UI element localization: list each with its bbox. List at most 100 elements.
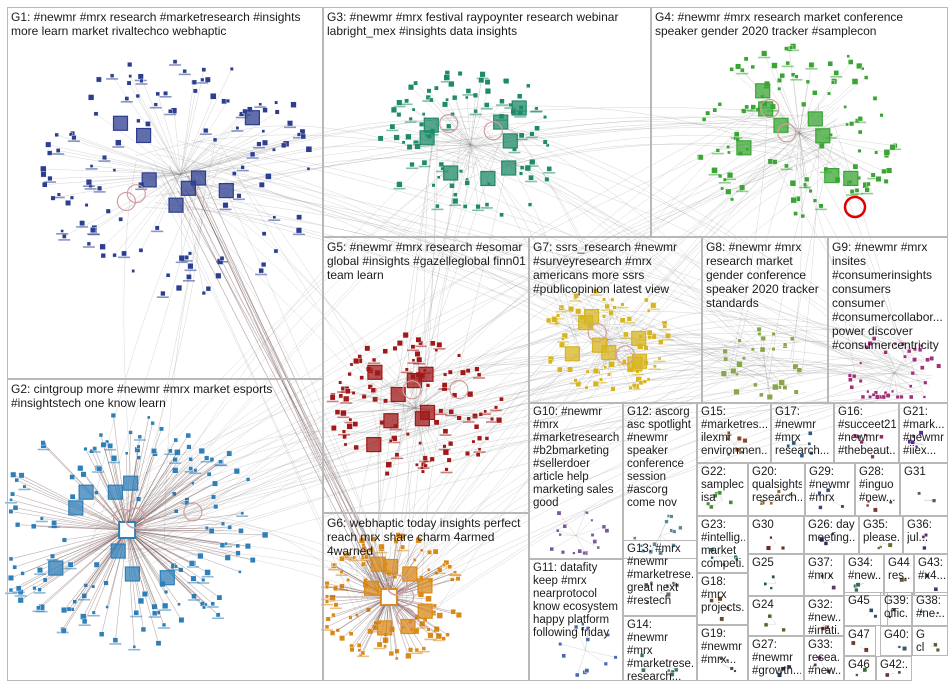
node[interactable]	[17, 597, 24, 604]
avatar-node[interactable]	[136, 127, 152, 144]
node[interactable]	[193, 468, 198, 473]
node[interactable]	[818, 203, 824, 209]
avatar-node[interactable]	[383, 413, 399, 429]
node[interactable]	[12, 505, 19, 511]
node[interactable]	[499, 212, 504, 218]
node[interactable]	[859, 361, 863, 365]
avatar-node[interactable]	[417, 578, 433, 594]
node[interactable]	[658, 550, 663, 556]
node[interactable]	[358, 537, 366, 544]
node[interactable]	[592, 539, 598, 544]
node[interactable]	[717, 102, 722, 107]
node[interactable]	[187, 263, 194, 270]
node[interactable]	[808, 62, 815, 68]
node[interactable]	[645, 601, 649, 605]
node[interactable]	[421, 469, 425, 474]
node[interactable]	[902, 646, 907, 651]
node[interactable]	[526, 83, 531, 88]
node[interactable]	[244, 543, 251, 550]
node[interactable]	[68, 132, 73, 137]
node[interactable]	[737, 338, 742, 343]
node[interactable]	[503, 78, 510, 85]
node[interactable]	[465, 88, 472, 94]
node[interactable]	[47, 150, 53, 156]
avatar-node[interactable]	[417, 603, 433, 619]
node[interactable]	[750, 347, 755, 352]
node[interactable]	[464, 180, 470, 186]
node[interactable]	[584, 385, 589, 390]
node[interactable]	[383, 644, 387, 649]
avatar-node[interactable]	[48, 560, 64, 576]
node[interactable]	[465, 451, 470, 456]
node[interactable]	[460, 369, 466, 376]
node[interactable]	[225, 98, 230, 103]
node[interactable]	[922, 395, 926, 399]
node[interactable]	[390, 106, 398, 113]
avatar-node[interactable]	[159, 570, 175, 586]
node[interactable]	[849, 121, 855, 127]
avatar-node[interactable]	[502, 133, 518, 149]
node[interactable]	[715, 148, 720, 153]
node[interactable]	[361, 394, 367, 399]
node[interactable]	[484, 102, 490, 108]
node[interactable]	[665, 592, 671, 597]
node[interactable]	[325, 616, 331, 622]
node[interactable]	[186, 274, 192, 280]
node[interactable]	[65, 199, 72, 206]
node[interactable]	[47, 175, 53, 182]
node[interactable]	[384, 471, 390, 476]
node[interactable]	[518, 132, 525, 139]
node[interactable]	[447, 369, 453, 375]
node[interactable]	[863, 647, 869, 653]
node[interactable]	[92, 446, 97, 451]
node[interactable]	[471, 439, 476, 444]
node[interactable]	[109, 73, 115, 78]
avatar-node[interactable]	[107, 484, 124, 500]
node[interactable]	[447, 564, 453, 570]
node[interactable]	[667, 669, 671, 673]
node[interactable]	[434, 348, 439, 352]
node[interactable]	[135, 496, 142, 502]
node[interactable]	[105, 439, 110, 444]
node[interactable]	[427, 632, 434, 639]
node[interactable]	[232, 171, 237, 176]
node[interactable]	[204, 455, 210, 461]
node[interactable]	[912, 357, 917, 363]
node[interactable]	[256, 141, 262, 147]
node[interactable]	[658, 339, 664, 345]
node[interactable]	[449, 183, 455, 189]
node[interactable]	[750, 104, 756, 110]
avatar-node[interactable]	[390, 386, 406, 403]
node[interactable]	[784, 163, 789, 169]
node[interactable]	[444, 467, 449, 472]
node[interactable]	[465, 368, 471, 374]
node[interactable]	[12, 564, 17, 570]
node[interactable]	[596, 545, 600, 550]
node[interactable]	[557, 366, 563, 373]
node[interactable]	[720, 186, 724, 191]
node[interactable]	[425, 383, 431, 388]
node[interactable]	[210, 601, 215, 606]
node[interactable]	[79, 220, 85, 226]
node[interactable]	[519, 165, 525, 170]
node[interactable]	[857, 116, 863, 122]
node[interactable]	[184, 255, 189, 260]
node[interactable]	[496, 417, 503, 424]
node[interactable]	[907, 349, 912, 354]
node[interactable]	[652, 542, 657, 547]
node[interactable]	[631, 383, 637, 388]
node[interactable]	[727, 150, 731, 155]
node[interactable]	[151, 603, 158, 610]
node[interactable]	[601, 524, 607, 530]
node[interactable]	[753, 382, 758, 388]
node[interactable]	[883, 178, 889, 184]
node[interactable]	[418, 441, 422, 445]
node[interactable]	[499, 396, 504, 402]
node[interactable]	[436, 175, 441, 179]
avatar-node[interactable]	[755, 83, 771, 99]
node[interactable]	[911, 434, 916, 439]
node[interactable]	[441, 382, 448, 389]
node[interactable]	[136, 118, 141, 123]
node[interactable]	[198, 447, 205, 455]
node[interactable]	[395, 656, 399, 661]
